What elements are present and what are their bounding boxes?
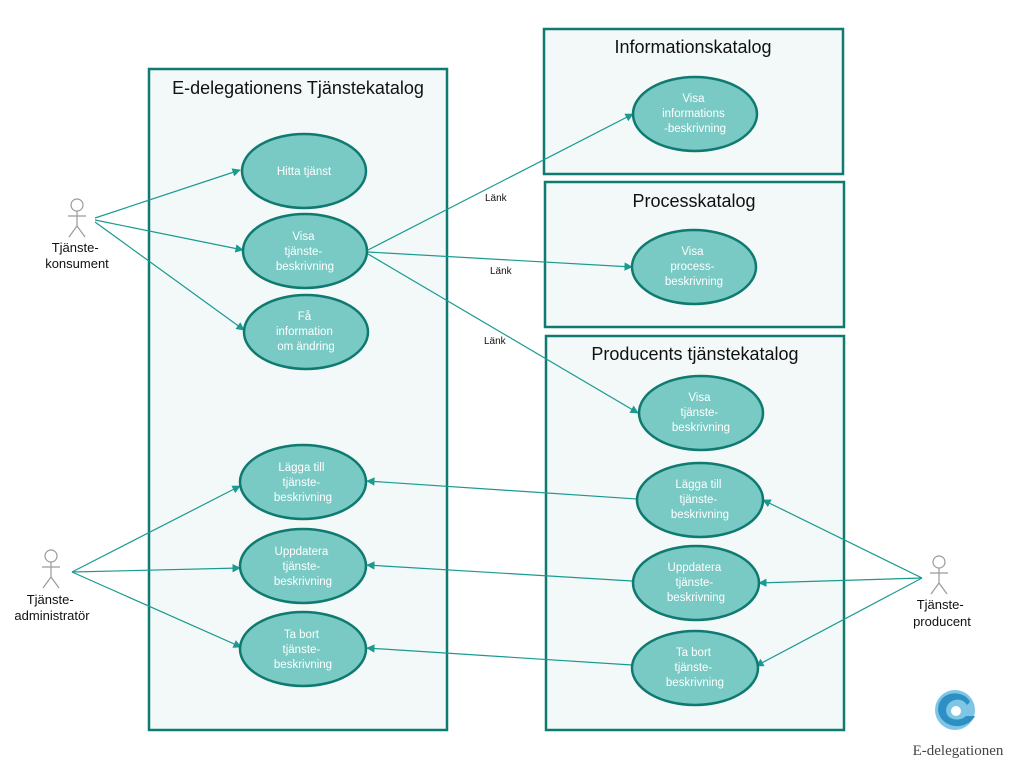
svg-text:Visa informations: Visa informations -beskrivning	[662, 93, 728, 135]
swirl-logo-icon	[935, 690, 975, 730]
actor-label-administrator-line2: administratör	[14, 608, 90, 623]
svg-text:Tjänste- administratör: Tjänste- administratör	[14, 592, 90, 623]
edge-konsument-hitta	[94, 168, 241, 219]
actor-label-producent-line2: producent	[913, 614, 971, 629]
edge-producent-uppdatera	[758, 577, 923, 587]
association-edges	[71, 113, 923, 667]
edge-konsument-fa	[94, 221, 245, 331]
edge-admin-lagga	[71, 485, 241, 573]
actor-producent: Tjänste- producent	[913, 555, 971, 629]
edge-admin-uppdatera	[71, 563, 241, 573]
svg-text:Tjänste- konsument: Tjänste- konsument	[45, 240, 109, 271]
stick-figure-icon	[42, 549, 60, 589]
actor-label-administrator-line1: Tjänste-	[27, 592, 74, 607]
stick-figure-icon	[68, 198, 86, 238]
edge-prod-lagga-main	[366, 477, 638, 500]
usecase-prod-ta-bort[interactable]: Ta bort tjänste- beskrivning	[630, 629, 760, 707]
link-label-info: Länk	[485, 193, 508, 204]
edge-prod-uppdatera-main	[366, 561, 633, 582]
edge-link-info	[367, 113, 634, 251]
svg-text:Hitta tjänst: Hitta tjänst	[277, 166, 332, 178]
usecase-ta-bort[interactable]: Ta bort tjänste- beskrivning	[238, 610, 368, 688]
usecase-fa-information[interactable]: Få information om ändring	[242, 293, 370, 371]
svg-text:Tjänste- producent: Tjänste- producent	[913, 597, 971, 629]
usecase-lagga-till[interactable]: Lägga till tjänste- beskrivning	[238, 443, 368, 521]
usecase-hitta-tjanst[interactable]: Hitta tjänst	[240, 132, 368, 210]
e-delegationen-logo: E-delegationen	[913, 690, 1004, 759]
edge-link-producent	[367, 253, 639, 414]
svg-text:Uppdatera tjänste-: Uppdatera tjänste- beskrivning	[667, 562, 725, 604]
system-title-tjanstekatalog: E-delegationens Tjänstekatalog	[172, 78, 424, 98]
usecase-prod-lagga-till[interactable]: Lägga till tjänste- beskrivning	[635, 461, 765, 539]
svg-text:Visa tjänste- besk: Visa tjänste- beskrivning	[276, 231, 334, 273]
actor-label-producent-line1: Tjänste-	[917, 597, 964, 612]
usecase-uppdatera[interactable]: Uppdatera tjänste- beskrivning	[238, 527, 368, 605]
stick-figure-icon	[930, 555, 948, 595]
svg-text:Ta bort tjänste- b: Ta bort tjänste- beskrivning	[666, 647, 724, 689]
edge-konsument-visa	[94, 219, 244, 253]
system-title-processkatalog: Processkatalog	[632, 191, 755, 211]
edge-link-process	[367, 251, 633, 271]
edge-prod-tabort-main	[366, 644, 633, 666]
link-label-producent: Länk	[484, 336, 507, 347]
edge-producent-tabort	[755, 577, 923, 667]
usecase-prod-visa[interactable]: Visa tjänste- beskrivning	[637, 374, 765, 452]
link-label-process: Länk	[490, 266, 513, 277]
svg-text:Visa process- besk: Visa process- beskrivning	[665, 246, 723, 288]
system-title-producents: Producents tjänstekatalog	[591, 344, 798, 364]
svg-text:Ta bort tjänste- b: Ta bort tjänste- beskrivning	[274, 629, 332, 671]
edge-admin-tabort	[71, 571, 242, 648]
svg-text:Uppdatera tjänste-: Uppdatera tjänste- beskrivning	[274, 546, 332, 588]
system-title-informationskatalog: Informationskatalog	[614, 37, 771, 57]
usecase-visa-tjanstebeskrivning[interactable]: Visa tjänste- beskrivning	[241, 212, 369, 290]
actor-administrator: Tjänste- administratör	[14, 549, 90, 623]
actor-label-konsument-line1: Tjänste-	[52, 240, 99, 255]
svg-text:Visa tjänste- besk: Visa tjänste- beskrivning	[672, 392, 730, 434]
usecase-prod-uppdatera[interactable]: Uppdatera tjänste- beskrivning	[631, 544, 761, 622]
usecase-visa-informationsbeskrivning[interactable]: Visa informations -beskrivning	[631, 75, 759, 153]
actor-konsument: Tjänste- konsument	[45, 198, 109, 271]
svg-text:Lägga till tjänste-: Lägga till tjänste- beskrivning	[671, 479, 729, 521]
edge-producent-lagga	[762, 499, 923, 579]
svg-text:Få information om: Få information om ändring	[276, 311, 336, 353]
actor-label-konsument-line2: konsument	[45, 256, 109, 271]
logo-text: E-delegationen	[913, 743, 1004, 759]
svg-text:Lägga till tjänste-: Lägga till tjänste- beskrivning	[274, 462, 332, 504]
usecase-visa-processbeskrivning[interactable]: Visa process- beskrivning	[630, 228, 758, 306]
